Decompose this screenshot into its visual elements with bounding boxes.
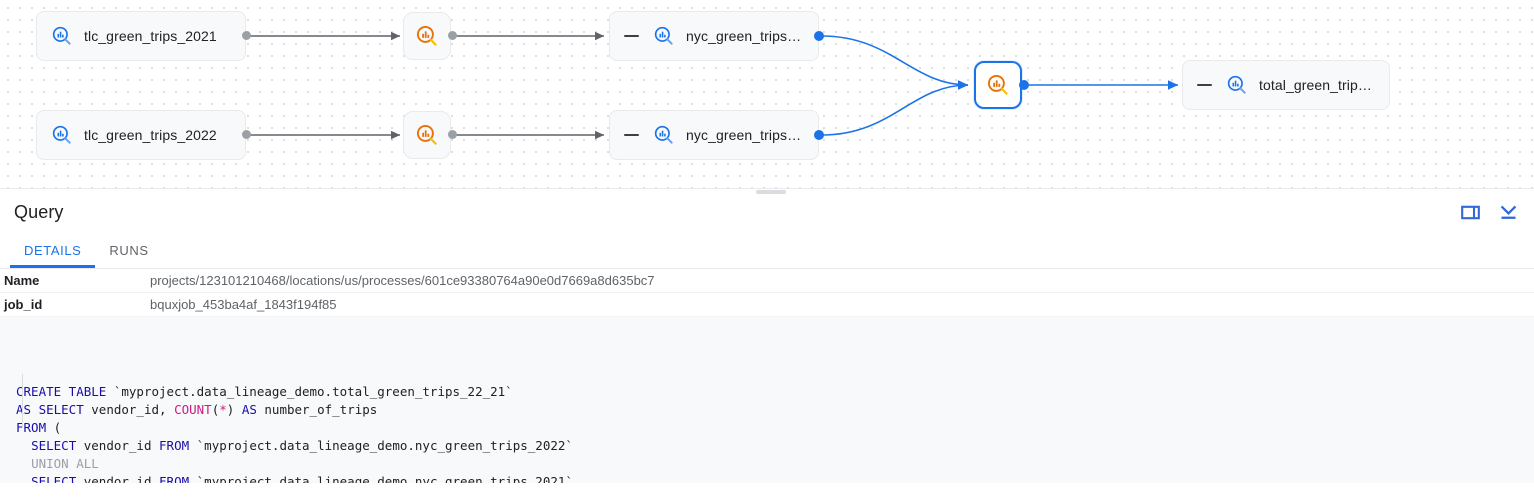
- lineage-node-total-green-trips[interactable]: total_green_trip…: [1182, 60, 1390, 110]
- bigquery-table-icon: [1226, 74, 1248, 96]
- query-panel-tabs: DETAILS RUNS: [0, 235, 1534, 269]
- bigquery-table-icon: [653, 25, 675, 47]
- sql-code-block[interactable]: CREATE TABLE `myproject.data_lineage_dem…: [0, 317, 1534, 483]
- query-details-table: Name projects/123101210468/locations/us/…: [0, 269, 1534, 317]
- page-title: Query: [14, 201, 64, 222]
- lineage-node-nyc-green-trips-2021[interactable]: nyc_green_trips…: [609, 11, 819, 61]
- panel-resize-handle[interactable]: [756, 190, 786, 194]
- collapse-node-icon[interactable]: [1197, 84, 1212, 86]
- process-icon: [415, 123, 439, 147]
- code-line: CREATE TABLE `myproject.data_lineage_dem…: [16, 384, 513, 399]
- sql-code-content: CREATE TABLE `myproject.data_lineage_dem…: [16, 383, 1534, 483]
- detail-value: bquxjob_453ba4af_1843f194f85: [150, 297, 337, 312]
- split-panel-icon[interactable]: [1458, 200, 1482, 224]
- lineage-node-process-1[interactable]: [403, 12, 451, 60]
- node-output-port[interactable]: [242, 130, 251, 139]
- bigquery-table-icon: [51, 25, 73, 47]
- collapse-node-icon[interactable]: [624, 134, 639, 136]
- lineage-node-process-2[interactable]: [403, 111, 451, 159]
- lineage-node-nyc-green-trips-2022[interactable]: nyc_green_trips…: [609, 110, 819, 160]
- lineage-node-tlc-green-trips-2021[interactable]: tlc_green_trips_2021: [36, 11, 246, 61]
- tab-details[interactable]: DETAILS: [10, 234, 95, 268]
- tab-runs[interactable]: RUNS: [109, 243, 149, 258]
- detail-value: projects/123101210468/locations/us/proce…: [150, 273, 655, 288]
- collapse-node-icon[interactable]: [624, 35, 639, 37]
- code-line: SELECT vendor_id FROM `myproject.data_li…: [31, 438, 573, 453]
- lineage-node-tlc-green-trips-2022[interactable]: tlc_green_trips_2022: [36, 110, 246, 160]
- code-line: AS SELECT vendor_id, COUNT(*) AS number_…: [16, 402, 378, 417]
- node-output-port[interactable]: [1019, 80, 1029, 90]
- bigquery-table-icon: [51, 124, 73, 146]
- process-icon: [415, 24, 439, 48]
- lineage-graph-canvas[interactable]: tlc_green_trips_2021 tlc_green_trips_202…: [0, 0, 1534, 188]
- query-panel-actions: [1458, 200, 1520, 224]
- collapse-panel-icon[interactable]: [1496, 200, 1520, 224]
- node-output-port[interactable]: [448, 31, 457, 40]
- lineage-node-process-selected[interactable]: [974, 61, 1022, 109]
- lineage-node-label: nyc_green_trips…: [686, 127, 802, 143]
- query-panel-header: Query: [0, 189, 1534, 235]
- code-line: UNION ALL: [31, 456, 99, 471]
- detail-key: job_id: [4, 297, 43, 312]
- node-output-port[interactable]: [814, 130, 824, 140]
- node-output-port[interactable]: [242, 31, 251, 40]
- node-output-port[interactable]: [448, 130, 457, 139]
- node-output-port[interactable]: [814, 31, 824, 41]
- detail-key: Name: [4, 273, 40, 288]
- code-indent-guide: [22, 374, 23, 428]
- lineage-node-label: nyc_green_trips…: [686, 28, 802, 44]
- code-line: FROM (: [16, 420, 62, 435]
- table-row: job_id bquxjob_453ba4af_1843f194f85: [0, 293, 1534, 317]
- code-line: SELECT vendor_id FROM `myproject.data_li…: [31, 474, 573, 483]
- lineage-node-label: tlc_green_trips_2022: [84, 127, 217, 143]
- lineage-node-label: tlc_green_trips_2021: [84, 28, 217, 44]
- process-icon: [986, 73, 1010, 97]
- bigquery-table-icon: [653, 124, 675, 146]
- table-row: Name projects/123101210468/locations/us/…: [0, 269, 1534, 293]
- query-details-panel: Query DETAILS RUNS Name projects/1231012…: [0, 188, 1534, 317]
- lineage-node-label: total_green_trip…: [1259, 77, 1372, 93]
